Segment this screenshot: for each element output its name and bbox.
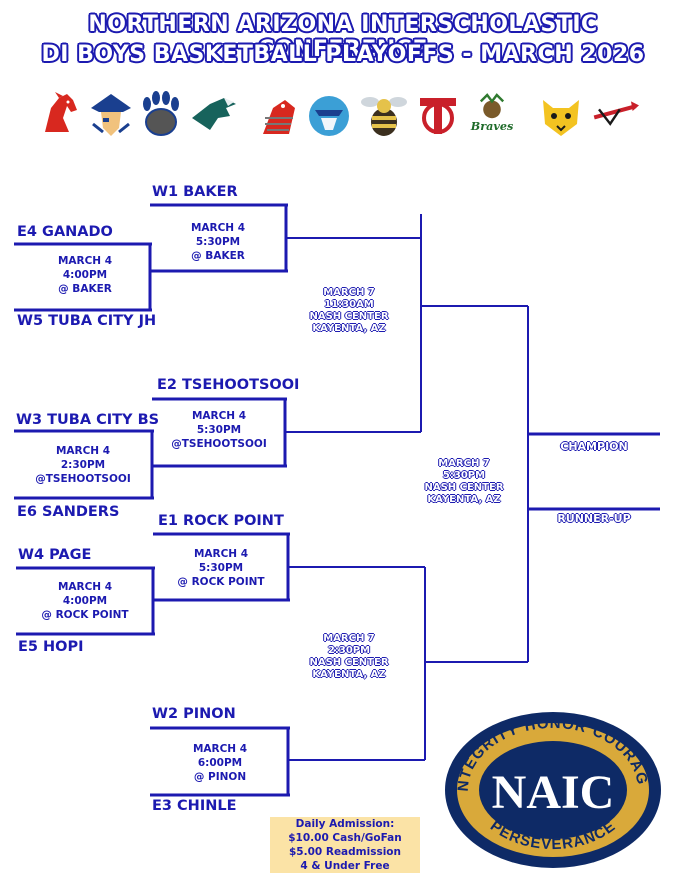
semi-city: KAYENTA, AZ	[312, 669, 386, 680]
game-site: @ PINON	[193, 771, 247, 783]
svg-text:Braves: Braves	[470, 119, 514, 133]
wildcat-logo	[543, 100, 579, 136]
hornet-logo	[361, 97, 407, 136]
bear-paw-logo	[143, 91, 179, 136]
semi-top-info: MARCH 7 11:30AM NASH CENTER KAYENTA, AZ	[290, 287, 408, 335]
game-time: 4:00PM	[62, 269, 108, 281]
eagle-logo	[192, 98, 236, 130]
game-site: @TSEHOOTSOOI	[171, 438, 267, 450]
final-date: MARCH 7	[438, 458, 490, 469]
title-line-2: DI BOYS BASKETBALL PLAYOFFS - MARCH 2026	[41, 42, 645, 67]
game-site: @TSEHOOTSOOI	[35, 473, 131, 485]
team-w3: W3 TUBA CITY BS	[16, 412, 160, 428]
final-venue: NASH CENTER	[424, 482, 504, 493]
game-info-e4-w5: MARCH 4 4:00PM @ BAKER	[20, 254, 150, 296]
semi-bottom-info: MARCH 7 2:30PM NASH CENTER KAYENTA, AZ	[290, 633, 408, 681]
braves-logo: Braves	[470, 93, 514, 133]
admission-info: Daily Admission: $10.00 Cash/GoFan $5.00…	[270, 817, 420, 873]
team-e4: E4 GANADO	[17, 224, 113, 240]
game-info-w2: MARCH 4 6:00PM @ PINON	[150, 742, 290, 784]
game-date: MARCH 4	[190, 222, 246, 234]
admission-title: Daily Admission:	[295, 818, 395, 830]
semi-city: KAYENTA, AZ	[312, 323, 386, 334]
game-site: @ BAKER	[58, 283, 112, 295]
game-time: 6:00PM	[197, 757, 243, 769]
warrior-logo	[309, 96, 349, 136]
final-info: MARCH 7 5:30PM NASH CENTER KAYENTA, AZ	[405, 458, 523, 506]
semi-date: MARCH 7	[323, 287, 375, 298]
game-time: 5:30PM	[195, 236, 241, 248]
team-e5: E5 HOPI	[18, 639, 84, 655]
game-info-e2: MARCH 4 5:30PM @TSEHOOTSOOI	[152, 409, 286, 451]
champion-label: CHAMPION	[560, 440, 628, 453]
naic-seal: INTEGRITYHONORCOURAGE PERSEVERANCE NAIC	[442, 708, 661, 868]
final-time: 5:30PM	[442, 470, 486, 481]
game-site: @ BAKER	[191, 250, 245, 262]
game-time: 2:30PM	[60, 459, 106, 471]
game-info-e1: MARCH 4 5:30PM @ ROCK POINT	[153, 547, 289, 589]
game-info-w4-e5: MARCH 4 4:00PM @ ROCK POINT	[16, 580, 154, 622]
monogram-logo	[420, 98, 456, 134]
semi-venue: NASH CENTER	[309, 657, 389, 668]
final-city: KAYENTA, AZ	[427, 494, 501, 505]
team-e2: E2 TSEHOOTSOOI	[157, 377, 300, 393]
game-date: MARCH 4	[57, 581, 113, 593]
pirate-logo	[91, 94, 131, 136]
team-e1: E1 ROCK POINT	[158, 513, 284, 529]
team-w2: W2 PINON	[152, 706, 236, 722]
game-site: @ ROCK POINT	[41, 609, 129, 621]
semi-date: MARCH 7	[323, 633, 375, 644]
title-line-1: NORTHERN ARIZONA INTERSCHOLASTIC CONFERE…	[88, 12, 598, 62]
semi-venue: NASH CENTER	[309, 311, 389, 322]
admission-line-2: $5.00 Readmission	[288, 846, 401, 858]
game-date: MARCH 4	[191, 410, 247, 422]
team-w5: W5 TUBA CITY JH	[17, 313, 157, 329]
spear-logo	[593, 101, 639, 126]
semi-time: 2:30PM	[327, 645, 371, 656]
team-e6: E6 SANDERS	[17, 504, 120, 520]
team-w1: W1 BAKER	[152, 184, 238, 200]
admission-line-1: $10.00 Cash/GoFan	[288, 832, 402, 844]
admission-line-3: 4 & Under Free	[300, 860, 390, 872]
game-info-w3-e6: MARCH 4 2:30PM @TSEHOOTSOOI	[16, 444, 150, 486]
game-date: MARCH 4	[192, 743, 248, 755]
red-mascot-logo	[263, 100, 295, 134]
game-date: MARCH 4	[57, 255, 113, 267]
game-time: 5:30PM	[196, 424, 242, 436]
runner-up-label: RUNNER-UP	[557, 512, 631, 525]
team-w4: W4 PAGE	[18, 547, 92, 563]
game-time: 5:30PM	[198, 562, 244, 574]
game-info-w1: MARCH 4 5:30PM @ BAKER	[150, 221, 286, 263]
team-e3: E3 CHINLE	[152, 798, 237, 814]
game-date: MARCH 4	[193, 548, 249, 560]
game-date: MARCH 4	[55, 445, 111, 457]
mustang-logo	[45, 92, 77, 132]
seal-center: NAIC	[492, 766, 615, 819]
seal-top-center: HONOR	[523, 715, 589, 737]
semi-time: 11:30AM	[324, 299, 374, 310]
game-site: @ ROCK POINT	[177, 576, 265, 588]
game-time: 4:00PM	[62, 595, 108, 607]
